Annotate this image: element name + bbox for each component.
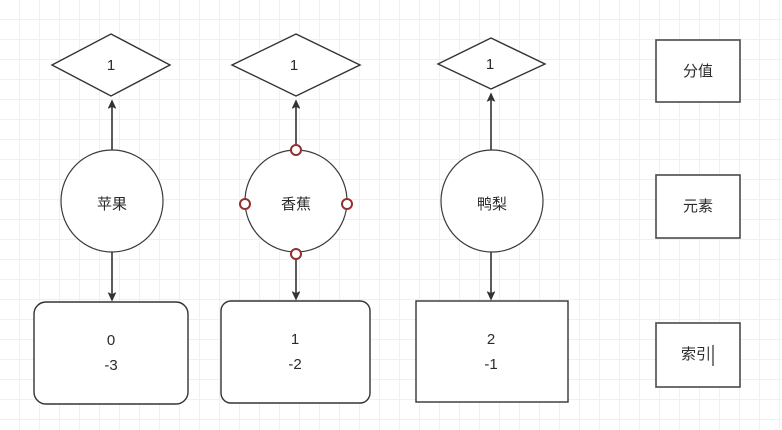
connection-handle-north[interactable] xyxy=(290,144,302,156)
index-rect-banana-line1: 1 xyxy=(291,331,299,348)
column-banana: 1 香蕉 1 -2 xyxy=(220,33,371,404)
score-diamond-banana-label: 1 xyxy=(290,57,298,74)
column-pear: 1 鸭梨 2 -1 xyxy=(415,37,569,403)
index-rect-banana[interactable] xyxy=(220,300,371,404)
index-rect-apple[interactable] xyxy=(33,301,189,405)
element-circle-banana-label: 香蕉 xyxy=(281,196,311,213)
index-rect-pear[interactable] xyxy=(415,300,569,403)
index-rect-pear-line2: -1 xyxy=(484,356,497,373)
index-rect-apple-line1: 0 xyxy=(107,332,115,349)
connection-handle-south[interactable] xyxy=(290,248,302,260)
index-rect-apple-line2: -3 xyxy=(104,357,117,374)
legend-panel: 分值 元素 索引 xyxy=(655,39,741,388)
element-circle-pear-label: 鸭梨 xyxy=(477,196,507,213)
index-rect-banana-line2: -2 xyxy=(288,356,301,373)
score-diamond-apple-label: 1 xyxy=(107,57,115,74)
score-diamond-pear[interactable] xyxy=(436,37,547,90)
element-circle-apple-label: 苹果 xyxy=(97,196,127,213)
column-apple: 1 苹果 0 -3 xyxy=(33,33,189,405)
score-diamond-banana[interactable] xyxy=(230,33,362,97)
legend-box-score[interactable] xyxy=(655,39,741,103)
legend-box-element[interactable] xyxy=(655,174,741,239)
score-diamond-pear-label: 1 xyxy=(486,56,494,73)
legend-box-index-label: 索引 xyxy=(681,346,711,363)
legend-box-score-label: 分值 xyxy=(683,63,713,80)
element-circle-apple[interactable] xyxy=(60,149,164,253)
legend-box-element-label: 元素 xyxy=(683,198,713,215)
score-diamond-apple[interactable] xyxy=(50,33,172,97)
index-rect-pear-line1: 2 xyxy=(487,331,495,348)
connection-handle-east[interactable] xyxy=(341,198,353,210)
legend-box-index[interactable] xyxy=(655,322,741,388)
connection-handle-west[interactable] xyxy=(239,198,251,210)
element-circle-pear[interactable] xyxy=(440,149,544,253)
